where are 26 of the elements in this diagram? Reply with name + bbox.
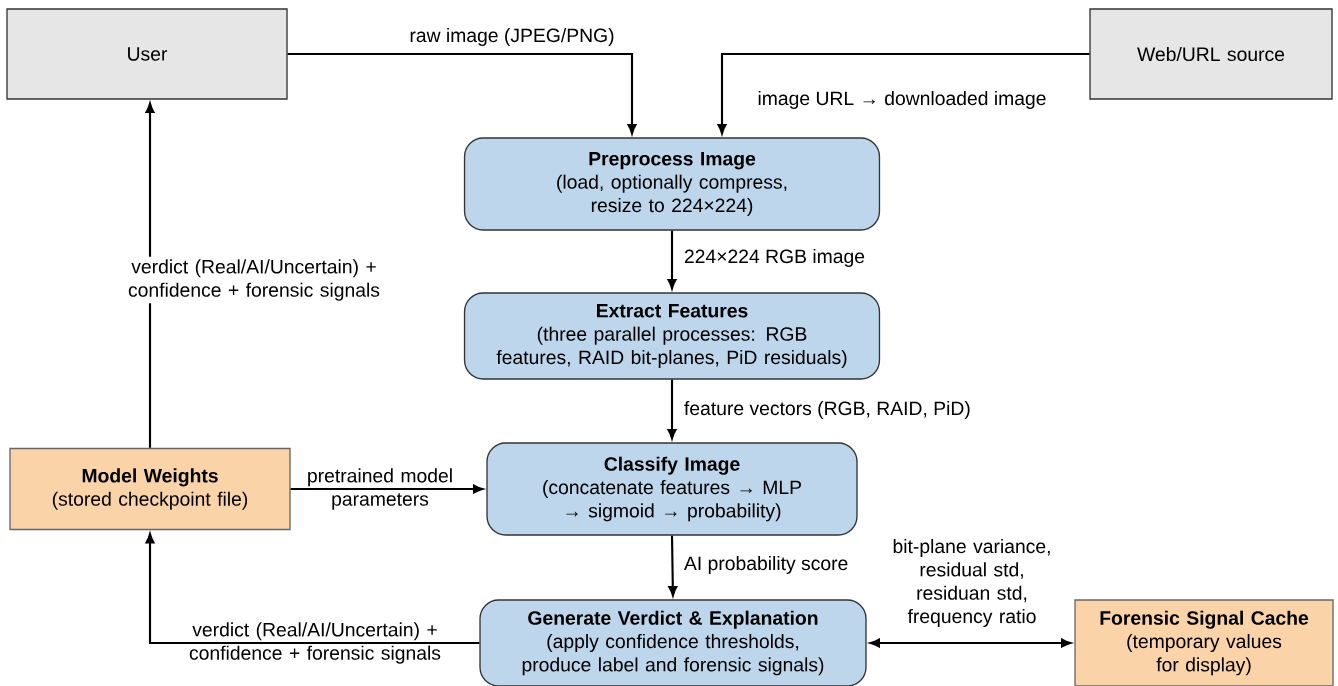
process-box: Generate Verdict & Explanation (apply confidence thresholds, produce label and forensic signals) [479, 599, 867, 686]
arrow [667, 230, 677, 290]
edge-label: verdict (Real/AI/Uncertain) + confidence + forensic signals [189, 622, 441, 664]
edge-label: feature vectors (RGB, RAID, PiD) [681, 398, 974, 422]
arrow [668, 535, 678, 597]
process-box: Extract Features (three parallel processes: RGB features, RAID bit-planes, PiD residuals) [463, 292, 881, 380]
edge-label: bit-plane variance, residual std, residuan std, frequency ratio [893, 539, 1050, 627]
arrow [667, 379, 677, 440]
edge-label: pretrained model parameters [308, 468, 452, 510]
process-box: Preprocess Image (load, optionally compress, resize to 224×224) [463, 137, 881, 231]
edge-label: 224×224 RGB image [681, 246, 868, 270]
data-store-box: Forensic Signal Cache (temporary values for display) [1074, 599, 1334, 686]
source-box: Web/URL source [1089, 8, 1333, 100]
edge-label: verdict (Real/AI/Uncertain) + confidence + forensic signals [118, 256, 390, 304]
edge-label: AI probability score [681, 553, 851, 577]
edge-label: raw image (JPEG/PNG) [406, 25, 618, 49]
source-box: User [6, 8, 288, 100]
edge-label: image URL → downloaded image [754, 88, 1050, 112]
process-box: Classify Image (concatenate features → MLP → sigmoid → probability) [486, 442, 858, 536]
arrow [145, 533, 480, 645]
arrow [290, 484, 484, 494]
data-store-box: Model Weights (stored checkpoint file) [9, 447, 291, 531]
arrow [869, 638, 1072, 648]
arrow [145, 102, 155, 448]
arrow [717, 52, 1090, 135]
arrow [287, 52, 637, 135]
